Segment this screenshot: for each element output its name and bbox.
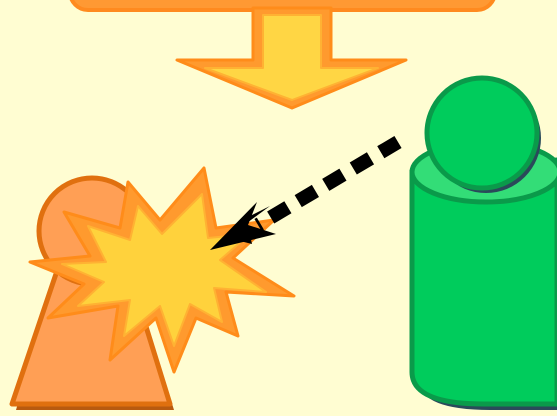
cylinder-figure-green xyxy=(412,78,557,410)
down-arrow-icon xyxy=(177,8,406,108)
dashed-arrow-icon xyxy=(210,142,398,250)
